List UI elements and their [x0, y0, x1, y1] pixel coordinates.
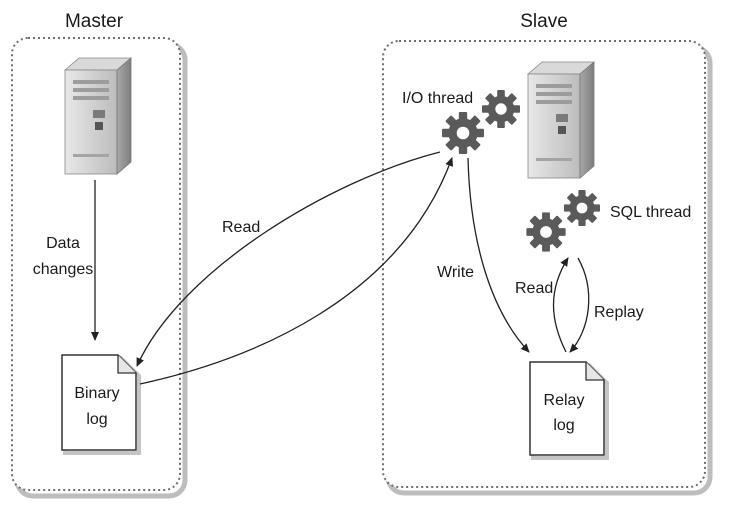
slave-title: Slave: [520, 11, 568, 32]
master-title: Master: [65, 11, 124, 32]
data-changes-label-line1: Data: [46, 235, 80, 252]
sql-thread-label: SQL thread: [610, 204, 691, 221]
binlog-to-io-arrow: [139, 157, 453, 385]
binary-log-document-icon: [61, 354, 141, 455]
read-relay-label: Read: [515, 280, 553, 297]
read-binlog-label: Read: [222, 219, 260, 236]
replay-label: Replay: [594, 304, 644, 321]
master-server-icon: [64, 57, 132, 175]
slave-server-icon: [527, 61, 595, 179]
relay-log-label-line2: log: [553, 417, 574, 434]
read-relay-arrow: [552, 257, 569, 353]
write-relay-arrow: [467, 157, 530, 353]
read-binlog-arrow: [136, 151, 441, 367]
data-changes-label-line2: changes: [33, 261, 94, 278]
relay-log-document-icon: [529, 361, 609, 460]
io-thread-label: I/O thread: [402, 90, 473, 107]
write-relay-label: Write: [437, 264, 474, 281]
binary-log-label-line1: Binary: [74, 385, 119, 402]
relay-log-label-line1: Relay: [544, 392, 585, 409]
binary-log-label-line2: log: [86, 411, 107, 428]
replay-arrow: [569, 257, 590, 353]
